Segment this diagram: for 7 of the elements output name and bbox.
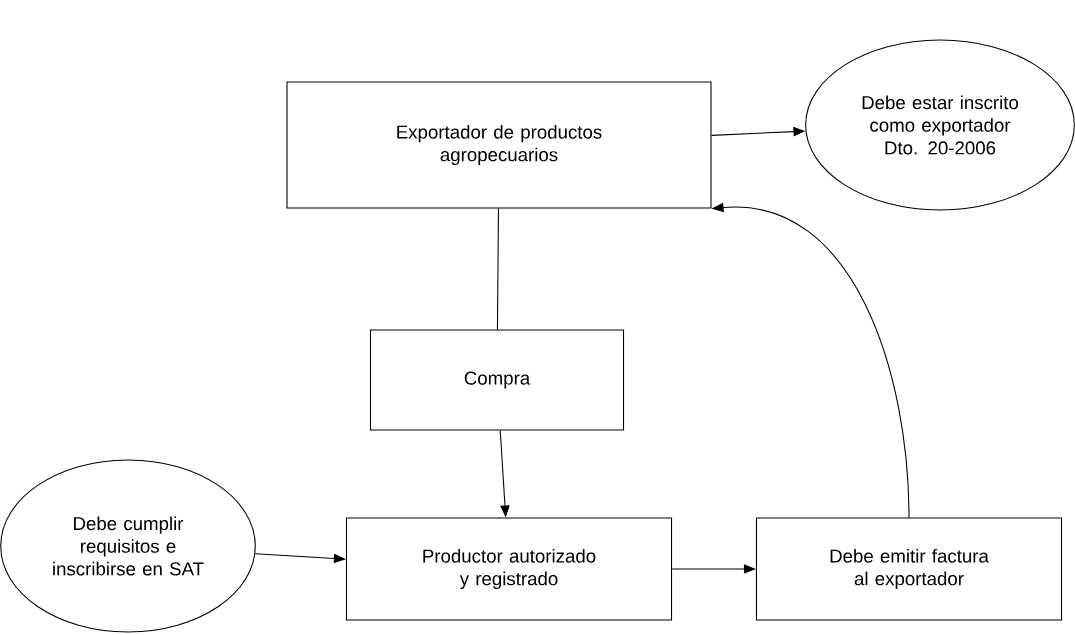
ellipse-node: Debe cumplir requisitos e inscribirse en SAT — [0, 459, 256, 633]
process-box: Compra — [369, 329, 625, 431]
process-box: Exportador de productos agropecuarios — [286, 81, 712, 209]
process-box: Debe emitir factura al exportador — [755, 517, 1063, 621]
connector-line — [496, 208, 499, 330]
process-box: Productor autorizado y registrado — [345, 517, 673, 621]
ellipse-node: Debe estar inscrito como exportador Dto. 20-2006 — [805, 39, 1075, 211]
